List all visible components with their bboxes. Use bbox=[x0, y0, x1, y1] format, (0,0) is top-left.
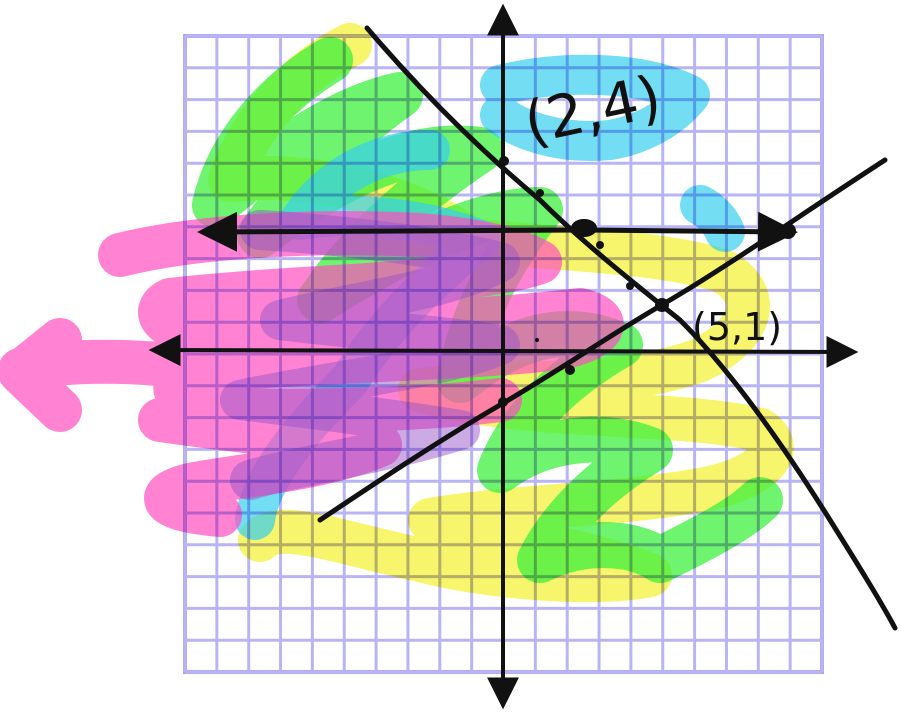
point-dot bbox=[498, 397, 508, 407]
point-dot bbox=[536, 189, 544, 197]
green-scribble bbox=[192, 37, 783, 583]
point-dot bbox=[780, 223, 796, 239]
increasing-line bbox=[317, 157, 888, 523]
point-5-1-dot bbox=[655, 298, 669, 312]
steep-decreasing-line bbox=[364, 25, 898, 631]
coordinate-axes bbox=[148, 3, 859, 710]
point-2-4-dot bbox=[571, 219, 597, 237]
point-label-5-1: (5,1) bbox=[692, 305, 782, 349]
point-dot bbox=[565, 365, 575, 375]
horizontal-line-y4 bbox=[197, 211, 798, 252]
point-dot bbox=[596, 241, 604, 249]
point-dot bbox=[535, 338, 539, 342]
point-dot bbox=[626, 282, 634, 290]
point-dot bbox=[499, 156, 509, 166]
plotted-points bbox=[498, 156, 796, 407]
